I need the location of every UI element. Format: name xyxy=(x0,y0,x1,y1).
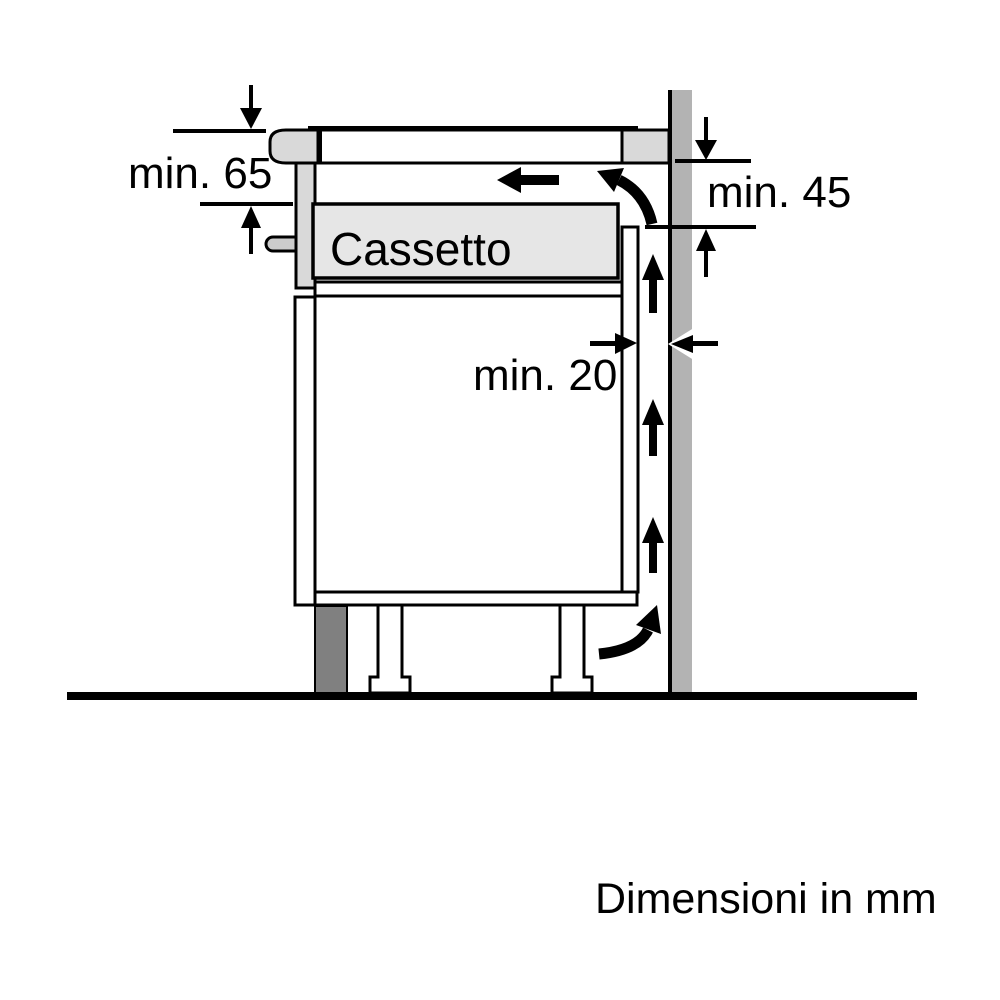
cabinet-back-panel xyxy=(620,225,640,594)
units-note: Dimensioni in mm xyxy=(595,875,937,923)
cabinet-body xyxy=(313,294,624,594)
dim-arrow-20-right-icon xyxy=(590,333,637,354)
dim-arrow-65-down-icon xyxy=(240,85,262,129)
airflow-arrow-up-2-icon xyxy=(642,399,664,456)
wall-edge-line xyxy=(668,90,672,692)
cabinet-door xyxy=(293,295,317,607)
dimension-label-min-65: min. 65 xyxy=(128,149,273,198)
drawer-front-panel xyxy=(311,202,620,280)
airflow-arrow-up-3-icon xyxy=(642,517,664,573)
drawer-label: Cassetto xyxy=(330,223,512,275)
worktop-right-section xyxy=(620,128,671,165)
wall xyxy=(671,90,692,692)
dim-arrow-45-down-icon xyxy=(695,117,717,160)
plinth xyxy=(314,605,348,694)
dim-arrow-45-up-icon xyxy=(696,229,716,277)
drawer-rail xyxy=(313,280,624,298)
airflow-arrow-curved-top-icon xyxy=(597,168,658,226)
hob-left-edge-line xyxy=(319,131,322,162)
leg-back xyxy=(550,603,594,695)
airflow-arrow-curved-bottom-icon xyxy=(598,605,661,660)
dim-arrow-65-up-icon xyxy=(241,206,261,254)
worktop-front-edge xyxy=(268,128,320,165)
dimension-label-min-20: min. 20 xyxy=(473,351,618,400)
dim-arrow-20-left-icon xyxy=(671,335,718,353)
dim-line-45-bottom xyxy=(645,225,756,229)
floor-line xyxy=(67,692,917,700)
dimension-label-min-45: min. 45 xyxy=(707,168,852,217)
leg-front xyxy=(368,603,412,695)
airflow-arrow-left-icon xyxy=(497,167,559,193)
airflow-arrow-up-1-icon xyxy=(642,254,664,313)
dim-line-65-bottom xyxy=(200,202,293,206)
hob-body xyxy=(314,128,626,165)
dim-line-65-top xyxy=(173,129,266,133)
dim-line-45-top xyxy=(675,159,751,163)
cabinet-bottom xyxy=(311,590,639,607)
